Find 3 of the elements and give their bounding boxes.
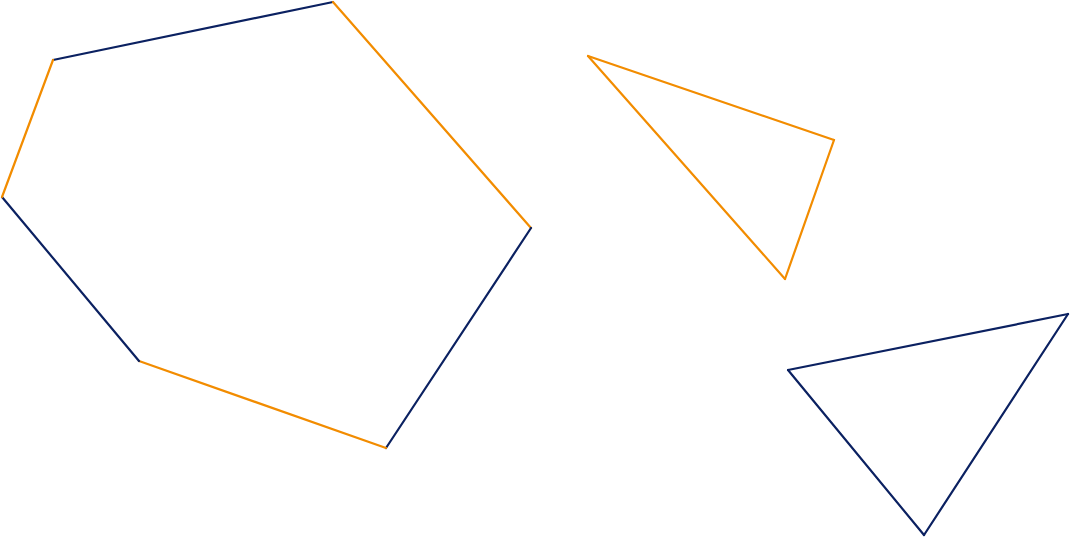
hexagon-drawing: [0, 0, 533, 450]
triangle-drawing: [586, 54, 836, 281]
triangle-drawing: [786, 312, 1070, 537]
